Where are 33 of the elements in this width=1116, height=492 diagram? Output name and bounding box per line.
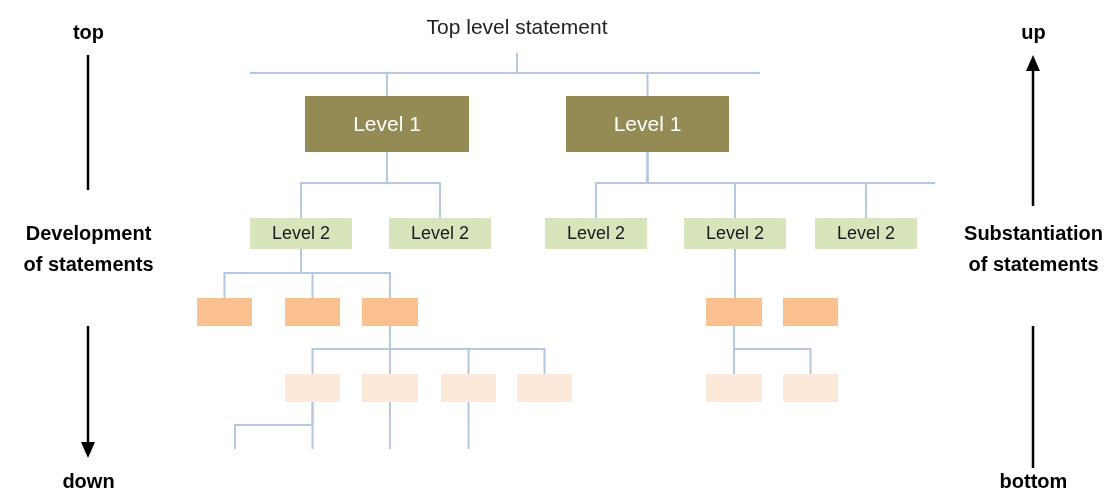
- connector-line: [300, 248, 391, 299]
- level-box: Level 1: [305, 96, 469, 152]
- connector-line: [389, 401, 391, 450]
- side-label: Development of statements: [22, 221, 155, 277]
- level-box: Level 2: [684, 218, 786, 249]
- empty-box: [362, 374, 418, 402]
- empty-box: [362, 298, 418, 326]
- empty-box: [706, 298, 762, 326]
- level-box: Level 2: [815, 218, 917, 249]
- level-box: Level 2: [250, 218, 352, 249]
- connector-line: [467, 401, 470, 450]
- statement-text: Top level statement: [405, 12, 629, 42]
- connector-line: [646, 151, 867, 219]
- empty-box: [285, 374, 340, 402]
- empty-box: [783, 298, 838, 326]
- connector-line: [311, 401, 314, 450]
- connector-line: [734, 248, 736, 299]
- empty-box: [285, 298, 340, 326]
- empty-box: [706, 374, 762, 402]
- side-label: Substantiation of statements: [963, 221, 1104, 277]
- side-label: top: [71, 20, 106, 45]
- connector-line: [733, 325, 812, 375]
- side-label: bottom: [998, 469, 1069, 492]
- side-label: down: [61, 469, 116, 492]
- empty-box: [517, 374, 572, 402]
- side-label: up: [1020, 20, 1047, 45]
- empty-box: [197, 298, 252, 326]
- empty-box: [783, 374, 838, 402]
- level-box: Level 2: [545, 218, 647, 249]
- connector-line: [386, 151, 441, 219]
- empty-box: [441, 374, 496, 402]
- level-box: Level 2: [389, 218, 491, 249]
- level-box: Level 1: [566, 96, 729, 152]
